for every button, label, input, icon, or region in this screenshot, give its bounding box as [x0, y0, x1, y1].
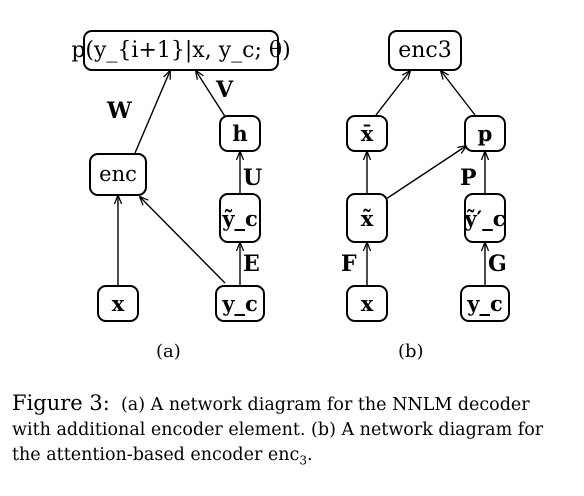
edge-a-h-to-output	[196, 71, 227, 119]
network-diagram-figure: p(y_{i+1}|x, y_c; θ) enc h ỹ_c x y_c W V…	[0, 0, 584, 362]
edge-a-enc-to-output	[134, 71, 170, 154]
node-enc-text: enc	[99, 162, 137, 186]
edge-label-F: F	[341, 251, 357, 277]
node-x-a-text: x	[111, 291, 125, 316]
node-yc-tilde-prime-text: ỹ′_c	[464, 205, 506, 231]
node-enc3-text: enc3	[398, 37, 452, 63]
panel-label-b: (b)	[398, 341, 424, 362]
figure-caption: Figure 3: (a) A network diagram for the …	[12, 391, 572, 474]
node-x-b: x	[346, 285, 388, 322]
caption-text-end: .	[306, 445, 313, 465]
node-x-a: x	[97, 285, 139, 322]
edge-label-P: P	[460, 165, 477, 191]
node-x-bar-text: x̄	[360, 121, 374, 146]
caption-figure-number: Figure 3:	[12, 391, 110, 415]
edge-label-W: W	[107, 98, 132, 124]
node-enc3: enc3	[388, 30, 462, 71]
edge-arrows	[0, 0, 584, 285]
node-yc-a-text: y_c	[222, 291, 258, 316]
node-h: h	[219, 115, 261, 152]
edge-label-E: E	[243, 251, 260, 277]
edge-a-yc-to-enc	[140, 197, 226, 284]
edge-label-G: G	[488, 251, 507, 277]
node-p: p	[464, 115, 506, 152]
node-x-bar: x̄	[346, 115, 388, 152]
node-yc-b: y_c	[460, 285, 510, 322]
caption-text: (a) A network diagram for the NNLM decod…	[12, 395, 544, 465]
edge-label-U: U	[243, 165, 263, 191]
panel-label-a: (a)	[156, 341, 181, 362]
node-x-tilde-text: x̃	[360, 205, 374, 231]
node-x-b-text: x	[360, 291, 374, 316]
node-yc-b-text: y_c	[467, 291, 503, 316]
node-p-text: p	[477, 121, 493, 146]
node-yc-tilde-prime: ỹ′_c	[464, 193, 506, 243]
edge-b-xbar-to-enc3	[375, 71, 410, 116]
edge-b-xtilde-to-p	[382, 146, 466, 202]
edge-b-p-to-enc3	[441, 71, 476, 116]
node-output-probability: p(y_{i+1}|x, y_c; θ)	[71, 30, 291, 71]
node-x-tilde: x̃	[346, 193, 388, 243]
node-yc-tilde-text: ỹ_c	[222, 205, 258, 231]
caption-text-subscript: 3	[299, 453, 307, 468]
node-output-probability-text: p(y_{i+1}|x, y_c; θ)	[71, 37, 291, 63]
node-enc: enc	[89, 153, 147, 196]
node-yc-tilde: ỹ_c	[219, 193, 261, 243]
node-h-text: h	[232, 121, 248, 146]
edge-label-V: V	[216, 77, 234, 103]
node-yc-a: y_c	[215, 285, 265, 322]
